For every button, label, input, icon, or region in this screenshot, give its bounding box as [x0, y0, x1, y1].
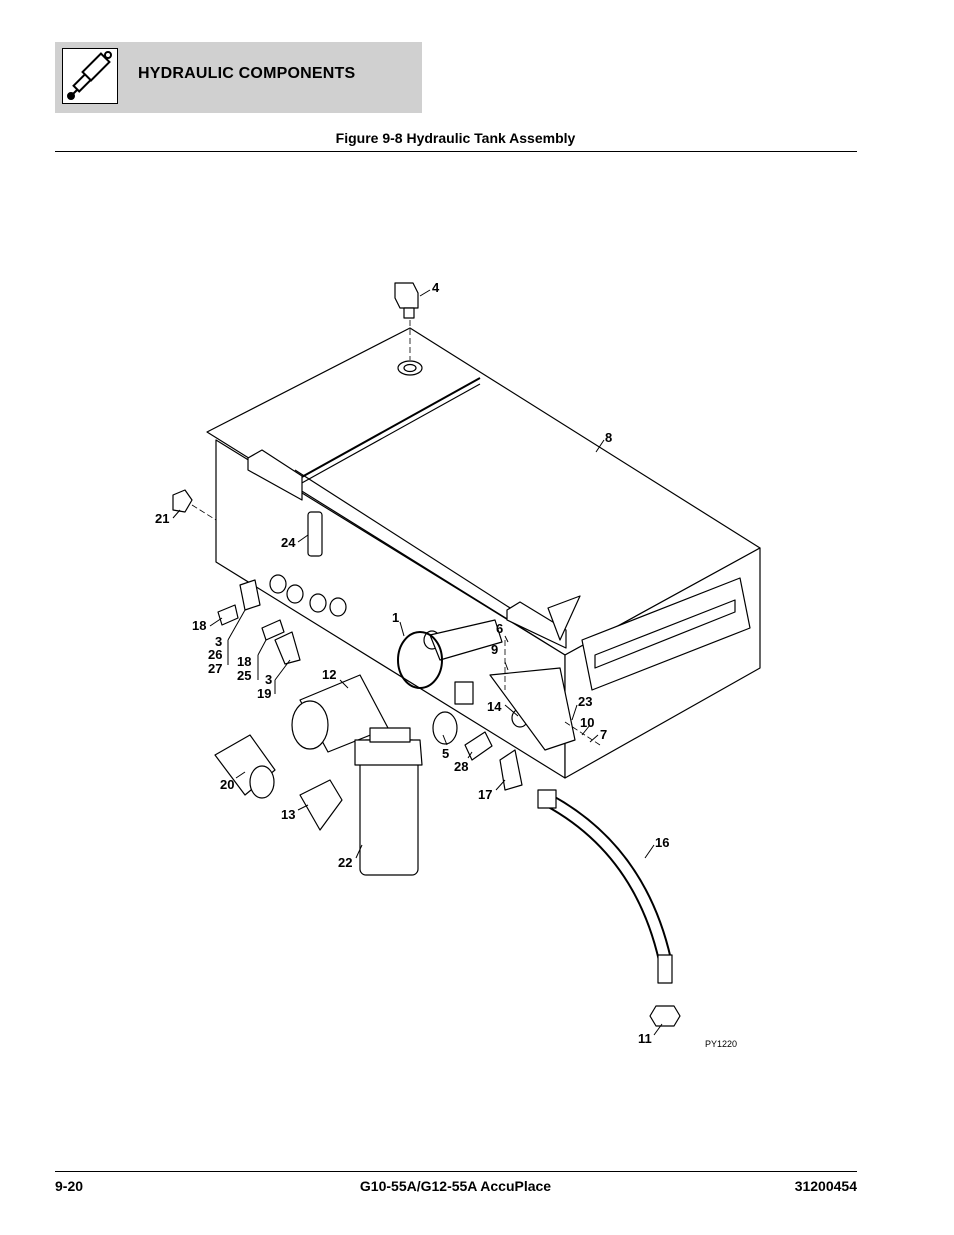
model-name: G10-55A/G12-55A AccuPlace — [359, 1178, 552, 1194]
callout-3b: 3 — [265, 672, 272, 687]
document-number: 31200454 — [794, 1178, 857, 1194]
callout-20: 20 — [220, 777, 234, 792]
figure-title: Figure 9-8 Hydraulic Tank Assembly — [335, 130, 576, 146]
callout-18b: 18 — [237, 654, 251, 669]
callout-19: 19 — [257, 686, 271, 701]
callout-6: 6 — [496, 621, 503, 636]
callout-24: 24 — [281, 535, 296, 550]
tank-ports — [269, 574, 529, 728]
hydraulic-cylinder-icon — [62, 48, 118, 104]
callout-26: 26 — [208, 647, 222, 662]
header-rule — [55, 151, 857, 152]
callout-12: 12 — [322, 667, 336, 682]
footer-rule — [55, 1171, 857, 1172]
callout-14: 14 — [487, 699, 502, 714]
callout-9: 9 — [491, 642, 498, 657]
callout-28: 28 — [454, 759, 468, 774]
callout-27: 27 — [208, 661, 222, 676]
callout-4: 4 — [432, 280, 440, 295]
drawing-code: PY1220 — [705, 1039, 737, 1049]
callout-3a: 3 — [215, 634, 222, 649]
callout-25: 25 — [237, 668, 251, 683]
callout-18a: 18 — [192, 618, 206, 633]
callout-22: 22 — [338, 855, 352, 870]
callout-1: 1 — [392, 610, 399, 625]
callout-7: 7 — [600, 727, 607, 742]
section-title: HYDRAULIC COMPONENTS — [138, 65, 356, 82]
callout-8: 8 — [605, 430, 612, 445]
page-number: 9-20 — [55, 1178, 84, 1194]
callout-11: 11 — [638, 1031, 652, 1046]
callout-10: 10 — [580, 715, 594, 730]
callout-23: 23 — [578, 694, 592, 709]
callout-16: 16 — [655, 835, 669, 850]
callout-13: 13 — [281, 807, 295, 822]
callout-17: 17 — [478, 787, 492, 802]
callout-5: 5 — [442, 746, 449, 761]
hydraulic-hose — [544, 793, 672, 962]
callout-21: 21 — [155, 511, 169, 526]
